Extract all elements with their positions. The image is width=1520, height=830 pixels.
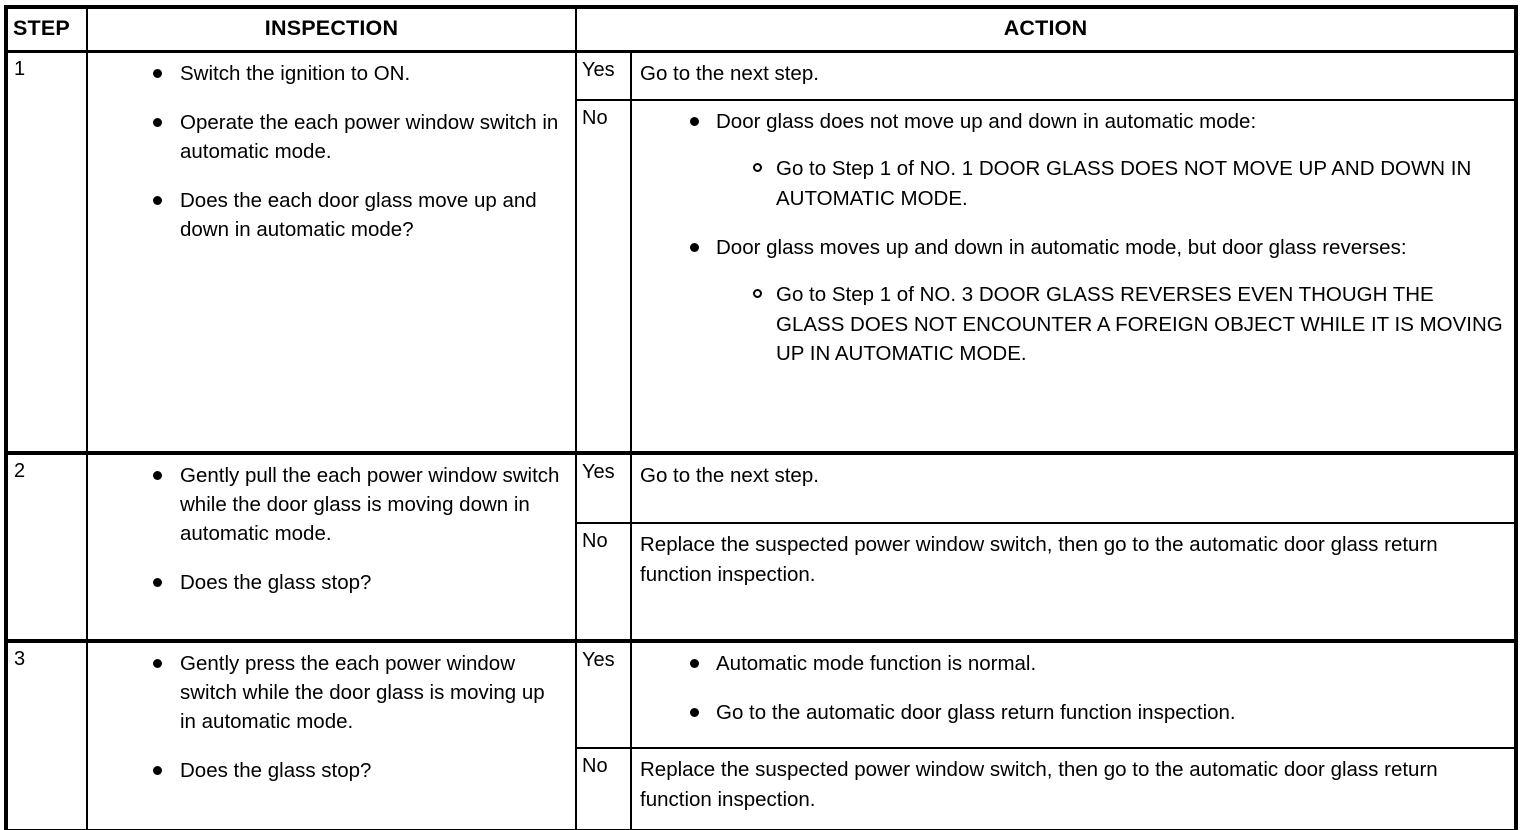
list-item: Gently pull the each power window switch… xyxy=(150,461,565,548)
column-header-step: STEP xyxy=(13,16,70,40)
column-header-inspection: INSPECTION xyxy=(264,16,399,40)
header-cell-step: STEP xyxy=(5,6,88,53)
bullet-icon xyxy=(690,659,699,668)
answer-cell-yes-2: Yes xyxy=(575,451,632,524)
action-text: Replace the suspected power window switc… xyxy=(640,533,1438,586)
list-item-text: Go to the automatic door glass return fu… xyxy=(716,701,1236,724)
list-item-text: Automatic mode function is normal. xyxy=(716,652,1037,675)
list-item-text: Switch the ignition to ON. xyxy=(180,62,411,85)
answer-cell-no-2: No xyxy=(575,522,632,642)
action-cell-2-yes: Go to the next step. xyxy=(630,451,1517,524)
answer-label-no: No xyxy=(582,755,608,777)
action-cell-1-yes: Go to the next step. xyxy=(630,50,1517,101)
bullet-icon xyxy=(153,659,162,668)
list-item-text: Gently press the each power window switc… xyxy=(180,652,545,733)
answer-label-no: No xyxy=(582,530,608,552)
sub-list-item-text: Go to Step 1 of NO. 3 DOOR GLASS REVERSE… xyxy=(776,283,1503,365)
action-sub-list: Go to Step 1 of NO. 3 DOOR GLASS REVERSE… xyxy=(716,280,1504,369)
inspection-cell-3: Gently press the each power window switc… xyxy=(86,639,577,830)
inspection-cell-1: Switch the ignition to ON. Operate the e… xyxy=(86,50,577,454)
step-cell-1: 1 xyxy=(5,50,88,454)
bullet-icon xyxy=(153,196,162,205)
list-item: Gently press the each power window switc… xyxy=(150,649,565,736)
bullet-icon xyxy=(690,117,699,126)
action-text: Go to the next step. xyxy=(640,464,819,487)
inspection-bullet-list-3: Gently press the each power window switc… xyxy=(98,649,565,785)
list-item: Operate the each power window switch in … xyxy=(150,108,565,166)
header-cell-action: ACTION xyxy=(575,6,1517,53)
list-item: Door glass does not move up and down in … xyxy=(686,107,1504,213)
bullet-icon xyxy=(153,69,162,78)
list-item: Does the glass stop? xyxy=(150,568,565,597)
sub-list-item: Go to Step 1 of NO. 1 DOOR GLASS DOES NO… xyxy=(750,154,1504,213)
step-cell-2: 2 xyxy=(5,451,88,642)
inspection-action-table: STEP INSPECTION ACTION 1 xyxy=(4,5,1518,830)
list-item-text: Gently pull the each power window switch… xyxy=(180,464,560,545)
answer-cell-no-3: No xyxy=(575,747,632,830)
table-row-step-2-no: No Replace the suspected power window sw… xyxy=(6,522,1517,642)
action-bullet-list-3-yes: Automatic mode function is normal. Go to… xyxy=(642,649,1504,727)
hollow-bullet-icon xyxy=(753,289,762,298)
answer-cell-yes-1: Yes xyxy=(575,50,632,101)
table-row-step-3-no: No Replace the suspected power window sw… xyxy=(6,747,1517,830)
list-item-text: Does the glass stop? xyxy=(180,759,372,782)
inspection-bullet-list-2: Gently pull the each power window switch… xyxy=(98,461,565,597)
sub-list-item: Go to Step 1 of NO. 3 DOOR GLASS REVERSE… xyxy=(750,280,1504,369)
action-sub-list: Go to Step 1 of NO. 1 DOOR GLASS DOES NO… xyxy=(716,154,1504,213)
list-item-text: Door glass does not move up and down in … xyxy=(716,110,1257,133)
list-item-text: Operate the each power window switch in … xyxy=(180,111,559,163)
list-item-text: Does the each door glass move up and dow… xyxy=(180,189,537,241)
bullet-icon xyxy=(690,708,699,717)
table-row-step-1-yes: 1 Switch the ignition to ON. Operate the… xyxy=(5,50,1517,454)
list-item: Door glass moves up and down in automati… xyxy=(686,233,1504,369)
column-header-action: ACTION xyxy=(1003,16,1088,40)
action-text: Replace the suspected power window switc… xyxy=(640,758,1438,811)
answer-cell-no-1: No xyxy=(575,99,632,454)
step-number: 3 xyxy=(14,648,26,670)
list-item: Automatic mode function is normal. xyxy=(686,649,1504,678)
action-cell-3-no: Replace the suspected power window switc… xyxy=(630,747,1517,830)
hollow-bullet-icon xyxy=(753,163,762,172)
action-cell-3-yes: Automatic mode function is normal. Go to… xyxy=(630,639,1517,749)
bullet-icon xyxy=(690,243,699,252)
table-row-step-3-yes: 3 Gently press the each power window swi… xyxy=(5,639,1517,830)
answer-cell-yes-3: Yes xyxy=(575,639,632,749)
list-item-text: Door glass moves up and down in automati… xyxy=(716,236,1407,259)
list-item: Does the each door glass move up and dow… xyxy=(150,186,565,244)
answer-label-yes: Yes xyxy=(582,59,615,81)
action-text: Go to the next step. xyxy=(640,62,819,85)
bullet-icon xyxy=(153,471,162,480)
inspection-bullet-list-1: Switch the ignition to ON. Operate the e… xyxy=(98,59,565,244)
action-bullet-list-1-no: Door glass does not move up and down in … xyxy=(642,107,1504,369)
bullet-icon xyxy=(153,578,162,587)
list-item: Switch the ignition to ON. xyxy=(150,59,565,88)
action-cell-2-no: Replace the suspected power window switc… xyxy=(630,522,1517,642)
list-item: Go to the automatic door glass return fu… xyxy=(686,698,1504,727)
step-number: 2 xyxy=(14,460,26,482)
table-row-step-2-yes: 2 Gently pull the each power window swit… xyxy=(5,451,1517,642)
list-item: Does the glass stop? xyxy=(150,756,565,785)
inspection-cell-2: Gently pull the each power window switch… xyxy=(86,451,577,642)
step-number: 1 xyxy=(14,58,26,80)
table-header-row: STEP INSPECTION ACTION xyxy=(5,6,1517,53)
header-cell-inspection: INSPECTION xyxy=(86,6,577,53)
list-item-text: Does the glass stop? xyxy=(180,571,372,594)
answer-label-no: No xyxy=(582,107,608,129)
table-row-step-1-no: No Door glass does not move up and down … xyxy=(6,99,1517,454)
action-cell-1-no: Door glass does not move up and down in … xyxy=(630,99,1517,454)
answer-label-yes: Yes xyxy=(582,649,615,671)
sub-list-item-text: Go to Step 1 of NO. 1 DOOR GLASS DOES NO… xyxy=(776,157,1472,210)
answer-label-yes: Yes xyxy=(582,461,615,483)
step-cell-3: 3 xyxy=(5,639,88,830)
bullet-icon xyxy=(153,766,162,775)
bullet-icon xyxy=(153,118,162,127)
